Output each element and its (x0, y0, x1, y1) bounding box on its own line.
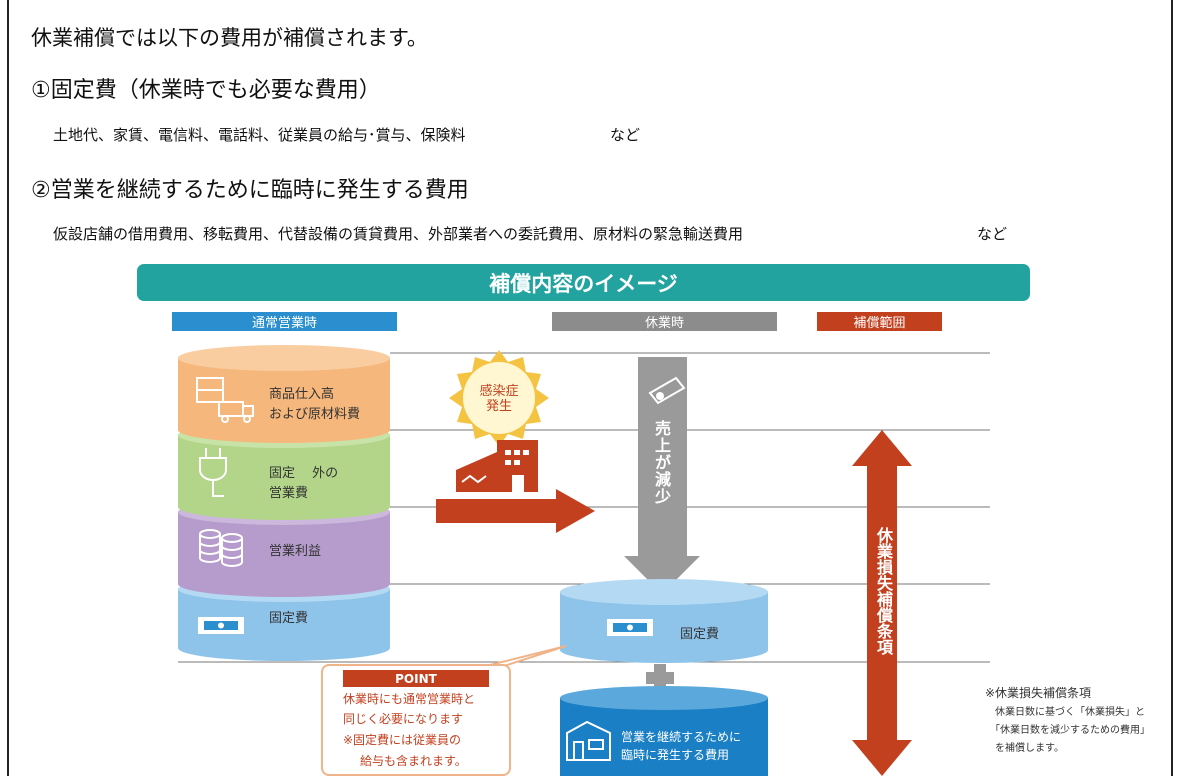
temp-label-2: 臨時に発生する費用 (621, 748, 730, 762)
banknote-icon (198, 617, 244, 634)
burst-line-2: 発生 (485, 399, 512, 414)
coverage-label: 休業損失補償条項 (874, 527, 893, 655)
label-goods-2: および原材料費 (269, 407, 361, 422)
note-line-2: 「休業日数を減少するための費用」 (990, 725, 1150, 736)
boxes-truck-icon (196, 377, 254, 423)
shop-icon (566, 720, 611, 761)
tag-normal: 通常営業時 (172, 312, 397, 331)
transition-arrow (436, 489, 595, 533)
plug-icon (199, 448, 227, 497)
wallet-icon (648, 376, 686, 405)
burst-line-1: 感染症 (479, 384, 519, 399)
factory-icon (456, 440, 538, 492)
point-line-3: ※固定費には従業員の (343, 733, 462, 747)
point-line-2: 同じく必要になります (343, 712, 464, 726)
diagram-banner: 補償内容のイメージ (137, 264, 1030, 301)
fixed-cost-cylinder (560, 579, 768, 663)
note-line-3: を補償します。 (995, 743, 1064, 754)
coverage-arrow (852, 430, 912, 776)
label-goods-1: 商品仕入高 (269, 387, 335, 402)
section2-heading: ②営業を継続するために臨時に発生する費用 (31, 178, 469, 203)
label-other-2: 営業費 (269, 486, 309, 501)
section1-heading: ①固定費（休業時でも必要な費用） (31, 78, 381, 103)
fixed-closed-label: 固定費 (680, 627, 720, 642)
burst-label: 感染症 発生 (475, 384, 523, 414)
note-line-1: 休業日数に基づく「休業損失」と (995, 707, 1145, 718)
sales-down-label: 売上が減少 (652, 420, 671, 505)
temp-cost-cylinder (560, 686, 768, 776)
plus-sign (646, 664, 674, 692)
point-pointer (485, 645, 567, 667)
label-other-1: 固定 外の (269, 466, 339, 481)
section2-body: 仮設店舗の借用費用、移転費用、代替設備の賃貸費用、外部業者への委託費用、原材料の… (53, 225, 744, 243)
temp-label-1: 営業を継続するために (621, 730, 742, 744)
tag-closed: 休業時 (552, 312, 777, 331)
layer-goods (178, 345, 390, 443)
intro-text: 休業補償では以下の費用が補償されます。 (31, 26, 428, 50)
section1-body: 土地代、家賃、電信料、電話料、従業員の給与･賞与、保険料 (53, 126, 466, 144)
point-title: POINT (343, 670, 489, 687)
section1-suffix: など (610, 126, 641, 144)
label-fixed: 固定費 (269, 611, 309, 626)
banknote-icon-2 (607, 619, 653, 636)
section2-suffix: など (977, 225, 1008, 243)
coins-icon (199, 529, 243, 567)
tag-coverage: 補償範囲 (817, 312, 942, 331)
point-line-1: 休業時にも通常営業時と (343, 692, 476, 706)
infection-burst (449, 350, 549, 446)
page-frame (7, 0, 1173, 776)
label-profit: 営業利益 (269, 544, 322, 559)
point-line-4: 給与も含まれます。 (360, 754, 467, 768)
sales-down-arrow (624, 357, 700, 594)
note-title: ※休業損失補償条項 (985, 686, 1092, 700)
